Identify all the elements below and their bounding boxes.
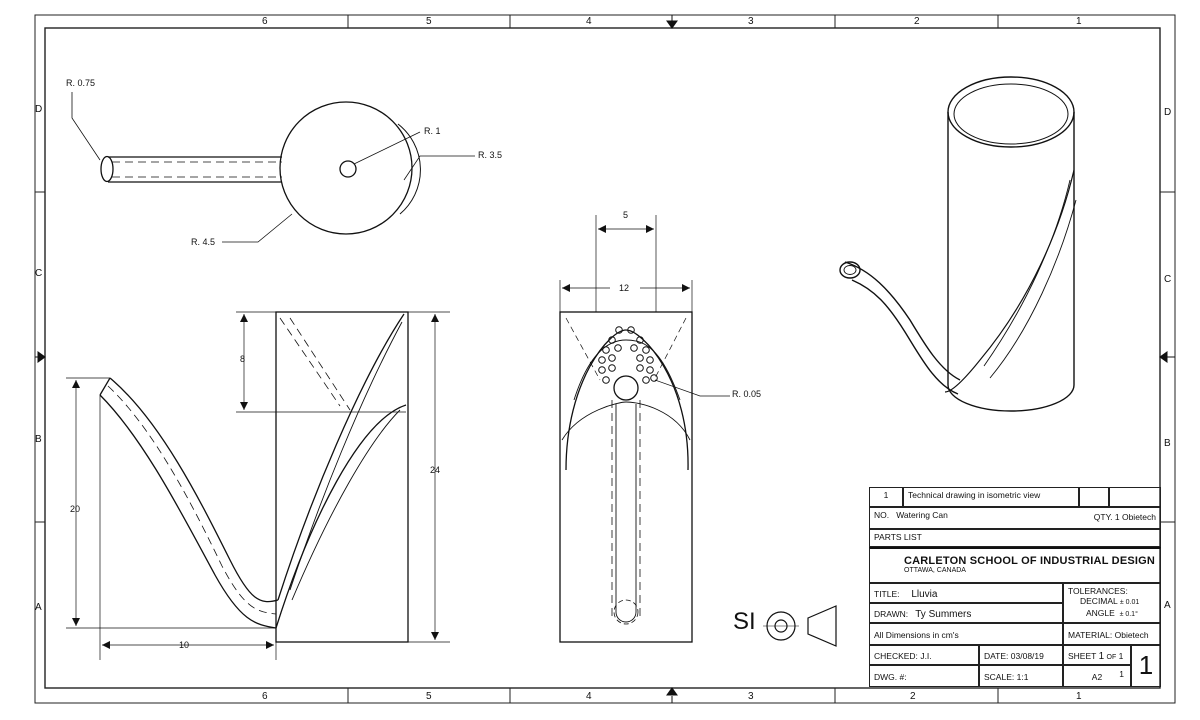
row-label-a-right: A — [1164, 600, 1171, 611]
dim-20: 20 — [70, 504, 80, 514]
dim-8: 8 — [240, 354, 245, 364]
checked-label: CHECKED: — [874, 651, 918, 661]
row-label-a-left: A — [35, 602, 42, 613]
row-label-d-left: D — [35, 104, 42, 115]
col-label-6-top: 6 — [262, 16, 268, 27]
col-label-5-bottom: 5 — [426, 691, 432, 702]
school-city: OTTAWA, CANADA — [904, 567, 966, 574]
dim-r075: R. 0.75 — [66, 78, 95, 88]
outer-border — [34, 14, 1176, 704]
qty-material: Obietech — [1121, 512, 1156, 522]
parts-row-empty-2 — [1109, 487, 1161, 507]
parts-list-label: PARTS LIST — [869, 529, 1161, 547]
no-label: NO. — [874, 510, 890, 520]
school-block: CARLETON SCHOOL OF INDUSTRIAL DESIGN OTT… — [869, 547, 1161, 583]
isometric-view — [839, 76, 1077, 412]
col-label-1-bottom: 1 — [1076, 691, 1082, 702]
angle-label: ANGLE — [1086, 608, 1115, 618]
scale-label: SCALE: — [984, 672, 1015, 682]
col-label-4-bottom: 4 — [586, 691, 592, 702]
center-arrows — [35, 15, 1175, 703]
dim-r005: R. 0.05 — [732, 389, 761, 399]
big-sheet-number: 1 — [1131, 645, 1161, 687]
row-label-c-left: C — [35, 268, 42, 279]
tolerances-label: TOLERANCES: — [1068, 586, 1128, 596]
material-label: MATERIAL: Obietech — [1063, 623, 1161, 645]
of-value: 1 — [1118, 651, 1124, 661]
decimal-label: DECIMAL — [1080, 596, 1118, 606]
title-block: 1 Technical drawing in isometric view NO… — [869, 487, 1161, 687]
row-label-d-right: D — [1164, 107, 1171, 118]
dim-r45: R. 4.5 — [191, 237, 215, 247]
dim-r1: R. 1 — [424, 126, 441, 136]
tolerances-block: TOLERANCES: DECIMAL ± 0.01 ANGLE ± 0.1° — [1063, 583, 1161, 623]
projection-symbol-icon — [763, 605, 837, 647]
dwg-label: DWG. #: — [869, 665, 979, 687]
sheet-label: SHEET — [1068, 651, 1097, 661]
drawn-value: Ty Summers — [915, 609, 972, 620]
checked-row: CHECKED: J.I. — [869, 645, 979, 665]
big-number: 1 — [1138, 650, 1154, 680]
of-label: OF — [1106, 654, 1117, 661]
parts-row-empty-1 — [1079, 487, 1109, 507]
scale-row: SCALE: 1:1 — [979, 665, 1063, 687]
title-row: TITLE: Lluvia — [869, 583, 1063, 603]
checked-value: J.I. — [920, 651, 932, 661]
col-label-5-top: 5 — [426, 16, 432, 27]
drawn-label: DRAWN: — [874, 609, 909, 619]
sheet-value: 1 — [1098, 651, 1105, 662]
si-units-label: SI — [733, 608, 756, 635]
no-value: Watering Can — [896, 510, 948, 520]
sheet-row: SHEET 1 OF 1 — [1063, 645, 1131, 665]
parts-row-description: Technical drawing in isometric view — [903, 487, 1079, 507]
col-label-6-bottom: 6 — [262, 691, 268, 702]
col-label-4-top: 4 — [586, 16, 592, 27]
rev-value: 1 — [1119, 669, 1124, 679]
row-label-b-left: B — [35, 434, 42, 445]
row-label-c-right: C — [1164, 274, 1171, 285]
inner-border — [44, 27, 1161, 689]
col-label-2-top: 2 — [914, 16, 920, 27]
side-view — [66, 311, 450, 660]
qty-label: QTY. 1 — [1093, 512, 1120, 522]
col-label-3-bottom: 3 — [748, 691, 754, 702]
drawn-row: DRAWN: Ty Summers — [869, 603, 1063, 623]
no-row: NO. Watering Can QTY. 1 Obietech — [869, 507, 1161, 529]
dim-24: 24 — [430, 465, 440, 475]
date-label: DATE: — [984, 651, 1009, 661]
date-value: 03/08/19 — [1010, 651, 1044, 661]
size-cell: A2 1 — [1063, 665, 1131, 687]
decimal-value: ± 0.01 — [1119, 599, 1140, 606]
school-name: CARLETON SCHOOL OF INDUSTRIAL DESIGN — [904, 555, 1156, 567]
date-row: DATE: 03/08/19 — [979, 645, 1063, 665]
scale-value: 1:1 — [1016, 672, 1029, 682]
col-label-2-bottom: 2 — [910, 691, 916, 702]
col-label-1-top: 1 — [1076, 16, 1082, 27]
dim-10: 10 — [179, 640, 189, 650]
dim-12: 12 — [619, 283, 629, 293]
dim-r35: R. 3.5 — [478, 150, 502, 160]
front-view — [559, 215, 730, 643]
dimensions-note: All Dimensions in cm's — [869, 623, 1063, 645]
title-label: TITLE: — [874, 589, 900, 599]
zone-ticks — [35, 15, 1175, 703]
row-label-b-right: B — [1164, 438, 1171, 449]
top-view — [71, 92, 475, 243]
col-label-3-top: 3 — [748, 16, 754, 27]
angle-value: ± 0.1° — [1119, 611, 1138, 618]
title-value: Lluvia — [911, 589, 938, 600]
dim-5: 5 — [623, 210, 628, 220]
size-value: A2 — [1091, 672, 1103, 682]
parts-row-number: 1 — [869, 487, 903, 507]
